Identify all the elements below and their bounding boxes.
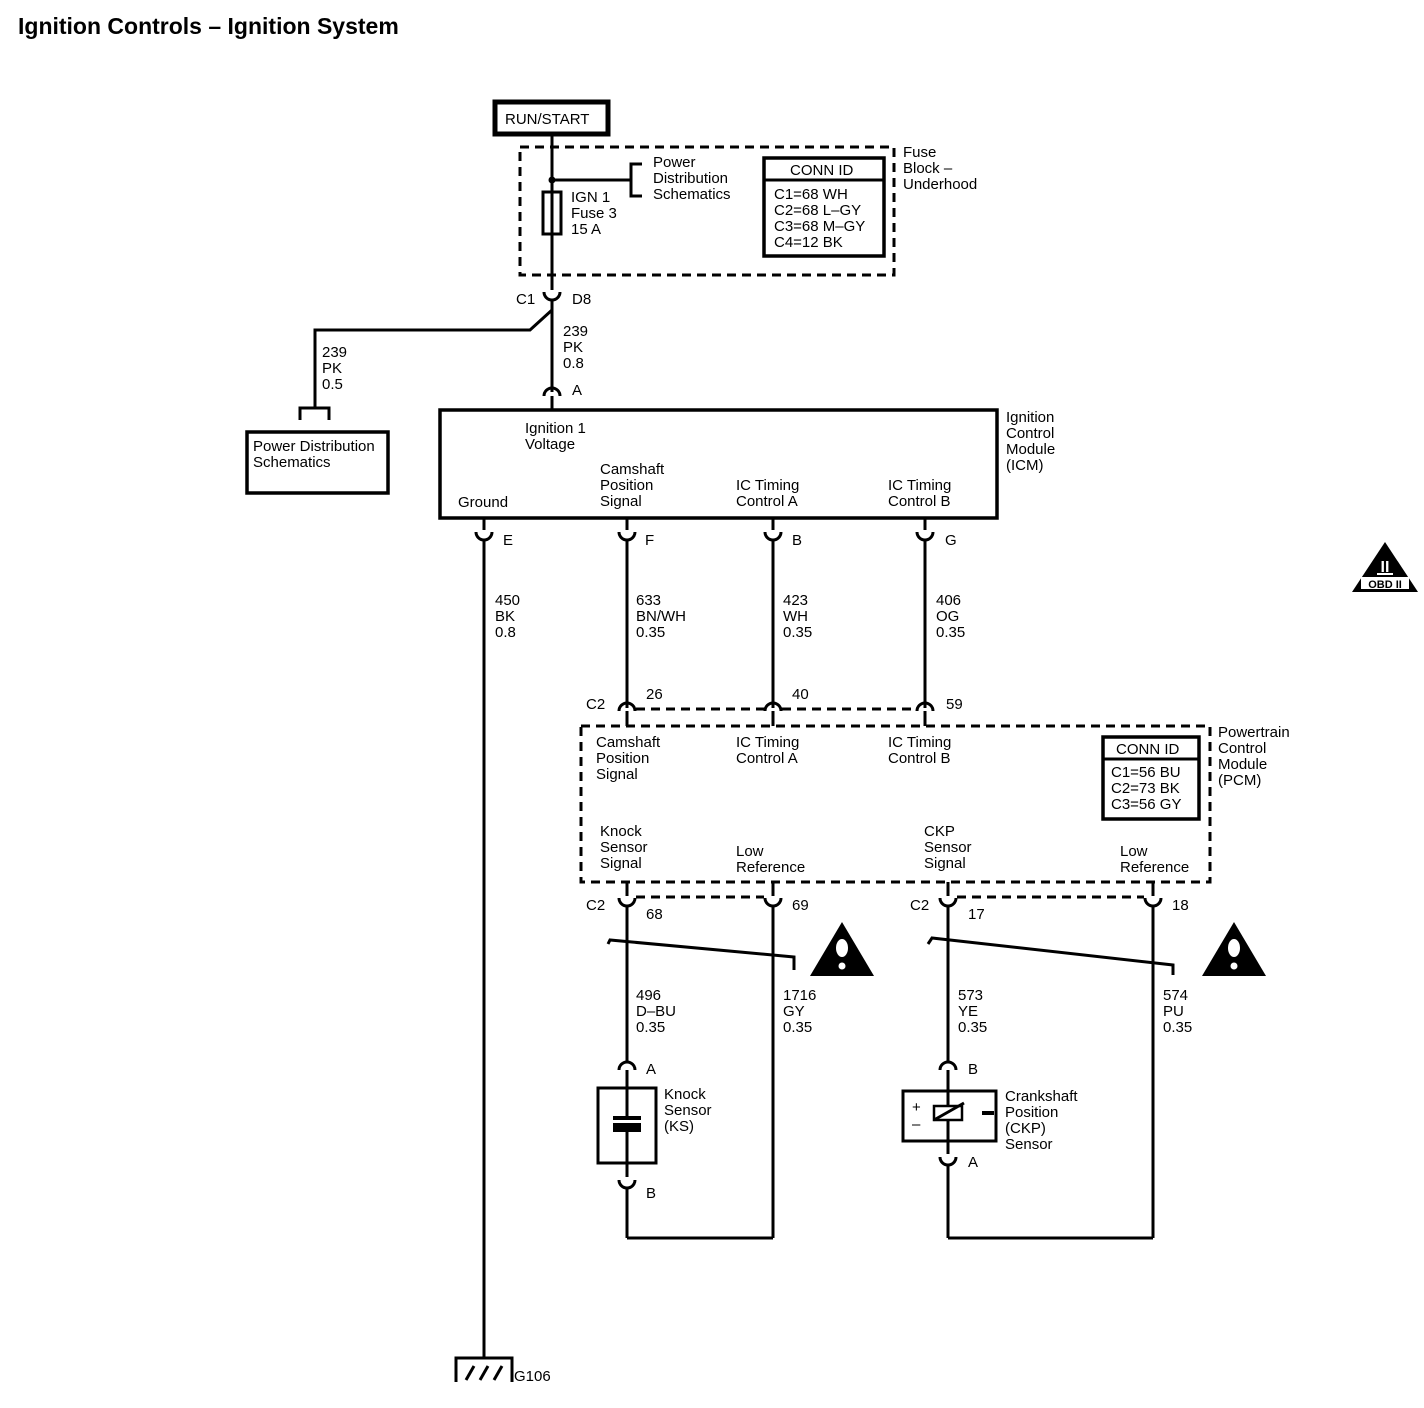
svg-text:Ignition 1 Voltage: Ignition 1 Voltage — [525, 420, 590, 453]
ground-label: G106 — [514, 1368, 551, 1385]
svg-text:40: 40 — [792, 686, 809, 703]
svg-text:CONN ID: CONN ID — [790, 162, 854, 179]
fuse-block-conn-table — [762, 156, 886, 258]
svg-text:Power Distribution Schemat: Power Distribution Schematics — [253, 438, 379, 471]
svg-text:A: A — [968, 1154, 978, 1171]
svg-text:E: E — [503, 532, 513, 549]
pcm-top-connector — [617, 701, 935, 726]
svg-text:C1=68 WH C2=68 L–GY C3: C1=68 WH C2=68 L–GY C3=68 M–GY C4=12 BK — [774, 186, 869, 251]
fuse-label: IGN 1 Fuse 3 15 A — [571, 189, 621, 238]
svg-text:–: – — [912, 1116, 921, 1133]
wire-239-main: 239 PK 0.8 — [563, 323, 592, 372]
svg-text:Camshaft Position Sign: Camshaft Position Signal — [600, 461, 668, 510]
svg-text:B: B — [646, 1185, 656, 1202]
wire-574: 574 PU 0.35 — [1163, 987, 1192, 1036]
svg-text:69: 69 — [792, 897, 809, 914]
svg-text:Low Reference: Low Reference — [736, 843, 805, 876]
power-distribution-ref: Power Distribution Schematics — [653, 154, 732, 203]
wire-573: 573 YE 0.35 — [958, 987, 987, 1036]
pcm-module — [579, 724, 1212, 884]
wire-633: 633 BN/WH 0.35 — [636, 592, 690, 641]
svg-text:IC Timing Control A: IC Timing Control A — [736, 477, 804, 510]
wire-1716: 1716 GY 0.35 — [783, 987, 821, 1036]
svg-text:A: A — [572, 382, 582, 399]
knock-sensor-label: Knock Sensor (KS) — [664, 1086, 716, 1135]
svg-text:Knock Sensor Signal: Knock Sensor Signal — [600, 823, 652, 872]
run-start-label: RUN/START — [505, 111, 589, 128]
pcm-conn-table — [1101, 735, 1201, 821]
svg-text:B: B — [968, 1061, 978, 1078]
fuse-block-label: Fuse Block – Underhood — [903, 144, 977, 193]
svg-text:II: II — [1381, 559, 1390, 576]
obd-ii-icon: II OBD II — [1352, 542, 1418, 592]
svg-text:+: + — [912, 1099, 921, 1116]
power-distribution-box — [245, 430, 390, 495]
svg-text:A: A — [646, 1061, 656, 1078]
svg-text:G: G — [945, 532, 957, 549]
wire-423: 423 WH 0.35 — [783, 592, 812, 641]
svg-text:Camshaft Position Sign: Camshaft Position Signal — [596, 734, 664, 783]
warning-icon — [1202, 922, 1266, 976]
page-title: Ignition Controls – Ignition System — [18, 13, 399, 39]
svg-text:59: 59 — [946, 696, 963, 713]
svg-text:17: 17 — [968, 906, 985, 923]
svg-text:IC Timing Control A: IC Timing Control A — [736, 734, 804, 767]
ckp-sensor-label: Crankshaft Position (CKP) Sensor — [1005, 1088, 1082, 1153]
svg-text:CONN ID: CONN ID — [1116, 741, 1180, 758]
svg-text:C1: C1 — [516, 291, 535, 308]
svg-text:CKP Sensor Signal: CKP Sensor Signal — [924, 823, 976, 872]
icm-pins — [474, 518, 935, 542]
svg-text:Low Reference: Low Reference — [1120, 843, 1189, 876]
svg-text:C2: C2 — [586, 897, 605, 914]
wire-406: 406 OG 0.35 — [936, 592, 965, 641]
wire-450: 450 BK 0.8 — [495, 592, 524, 641]
svg-text:26: 26 — [646, 686, 663, 703]
svg-text:18: 18 — [1172, 897, 1189, 914]
svg-text:D8: D8 — [572, 291, 591, 308]
ground-icon — [454, 1356, 514, 1382]
warning-icon — [810, 922, 874, 976]
icm-module — [438, 408, 999, 520]
svg-text:B: B — [792, 532, 802, 549]
svg-text:C1=56 BU C2=73 BK C3=5: C1=56 BU C2=73 BK C3=56 GY — [1111, 764, 1185, 813]
icm-label: Ignition Control Module (ICM) — [1006, 409, 1059, 474]
svg-text:IC Timing Control B: IC Timing Control B — [888, 734, 956, 767]
fuse-block-outline — [518, 145, 896, 277]
wire-239-branch: 239 PK 0.5 — [322, 344, 351, 393]
svg-text:Ground: Ground — [458, 494, 508, 511]
svg-text:68: 68 — [646, 906, 663, 923]
wire-496: 496 D–BU 0.35 — [636, 987, 680, 1036]
svg-text:OBD II: OBD II — [1368, 579, 1402, 591]
pcm-label: Powertrain Control Module (PCM) — [1218, 724, 1294, 789]
svg-text:IC Timing Control B: IC Timing Control B — [888, 477, 956, 510]
svg-text:F: F — [645, 532, 654, 549]
svg-text:C2: C2 — [910, 897, 929, 914]
svg-text:C2: C2 — [586, 696, 605, 713]
pcm-bottom-connector — [617, 882, 1163, 908]
